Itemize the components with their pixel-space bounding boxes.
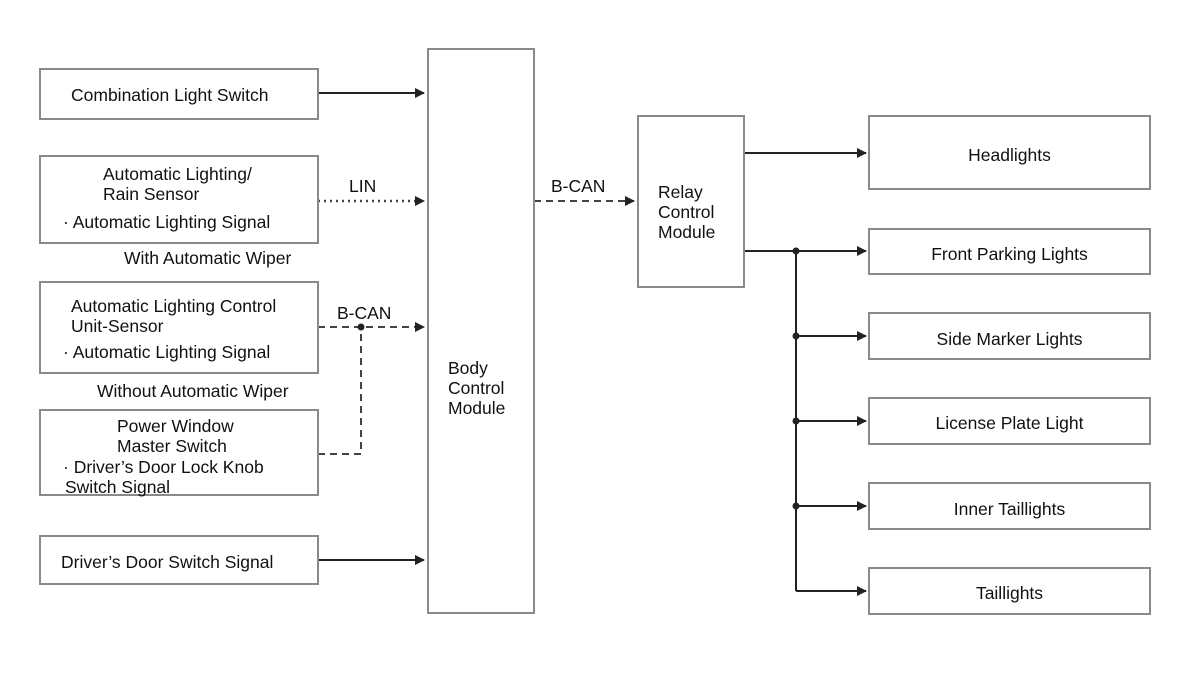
bcm-label-line3: Module bbox=[448, 398, 506, 418]
drivers-door-switch-box: Driver’s Door Switch Signal bbox=[39, 535, 319, 585]
combination-light-switch-label: Combination Light Switch bbox=[71, 85, 269, 105]
power-window-master-switch-box: Power Window Master Switch · Driver’s Do… bbox=[39, 409, 319, 497]
bcm-label-line1: Body bbox=[448, 358, 488, 378]
without-automatic-wiper-caption: Without Automatic Wiper bbox=[97, 381, 289, 401]
control-unit-title-line2: Unit-Sensor bbox=[71, 316, 164, 336]
headlights-box: Headlights bbox=[868, 115, 1151, 190]
rcm-label-line3: Module bbox=[658, 222, 716, 242]
front-parking-lights-label: Front Parking Lights bbox=[931, 244, 1088, 264]
combination-light-switch-box: Combination Light Switch bbox=[39, 68, 319, 120]
body-control-module-box: Body Control Module bbox=[427, 48, 535, 614]
auto-lighting-control-unit-box: Automatic Lighting Control Unit-Sensor ·… bbox=[39, 281, 319, 374]
license-plate-light-box: License Plate Light bbox=[868, 397, 1151, 445]
rain-sensor-title-line1: Automatic Lighting/ bbox=[103, 164, 252, 184]
bcan-line-power-window-to-bus bbox=[318, 327, 362, 455]
power-window-title-line2: Master Switch bbox=[117, 436, 227, 456]
rain-sensor-signal: · Automatic Lighting Signal bbox=[63, 212, 271, 232]
auto-lighting-rain-sensor-box: Automatic Lighting/ Rain Sensor · Automa… bbox=[39, 155, 319, 244]
taillights-label: Taillights bbox=[975, 583, 1044, 603]
side-marker-lights-label: Side Marker Lights bbox=[936, 329, 1083, 349]
relay-control-module-box: Relay Control Module bbox=[637, 115, 745, 288]
inner-taillights-box: Inner Taillights bbox=[868, 482, 1151, 530]
front-parking-lights-box: Front Parking Lights bbox=[868, 228, 1151, 275]
bcm-label-line2: Control bbox=[448, 378, 505, 398]
rain-sensor-title-line2: Rain Sensor bbox=[103, 184, 200, 204]
power-window-title-line1: Power Window bbox=[117, 416, 234, 436]
bus-junction-dot bbox=[357, 323, 365, 331]
license-plate-light-label: License Plate Light bbox=[935, 413, 1084, 433]
rcm-label-line1: Relay bbox=[658, 182, 703, 202]
power-window-signal-line2: Switch Signal bbox=[65, 477, 171, 497]
bcan-bcm-rcm-label: B-CAN bbox=[551, 176, 606, 196]
inner-taillights-label: Inner Taillights bbox=[953, 499, 1066, 519]
control-unit-signal: · Automatic Lighting Signal bbox=[63, 342, 271, 362]
headlights-label: Headlights bbox=[968, 145, 1051, 165]
side-marker-lights-box: Side Marker Lights bbox=[868, 312, 1151, 360]
taillights-box: Taillights bbox=[868, 567, 1151, 615]
drivers-door-switch-label: Driver’s Door Switch Signal bbox=[61, 552, 274, 572]
power-window-signal-line1: · Driver’s Door Lock Knob bbox=[63, 457, 264, 477]
control-unit-title-line1: Automatic Lighting Control bbox=[71, 296, 277, 316]
lin-bus-label: LIN bbox=[349, 176, 377, 196]
rcm-label-line2: Control bbox=[658, 202, 715, 222]
with-automatic-wiper-caption: With Automatic Wiper bbox=[124, 248, 292, 268]
bcan-input-bus-label: B-CAN bbox=[337, 303, 392, 323]
